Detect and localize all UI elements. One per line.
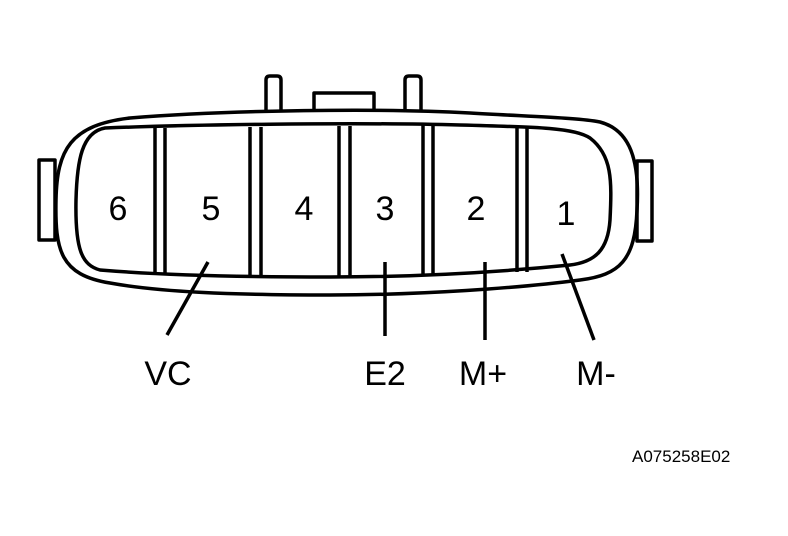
signal-label-e2: E2 [364, 355, 406, 393]
top-tab-center [312, 91, 376, 111]
signal-label-vc: VC [144, 355, 191, 393]
pin-number-3: 3 [376, 190, 395, 228]
signal-label-m-plus: M+ [459, 355, 507, 393]
connector-cavity [74, 122, 613, 279]
pin-number-2: 2 [467, 190, 486, 228]
top-tab-right [403, 74, 423, 112]
pin-number-5: 5 [202, 190, 221, 228]
side-tab-right [635, 159, 654, 243]
pin-dividers [153, 125, 529, 276]
pin-number-6: 6 [109, 190, 128, 228]
connector-housing-outer [54, 108, 640, 297]
leader-line-vc [165, 261, 210, 336]
top-tab-left [264, 74, 283, 112]
signal-label-m-minus: M- [576, 355, 616, 393]
pin-number-1: 1 [557, 195, 576, 233]
side-tab-left [37, 158, 57, 242]
figure-id: A075258E02 [632, 447, 730, 466]
pin-number-4: 4 [295, 190, 314, 228]
leader-line-m-minus [560, 253, 596, 341]
